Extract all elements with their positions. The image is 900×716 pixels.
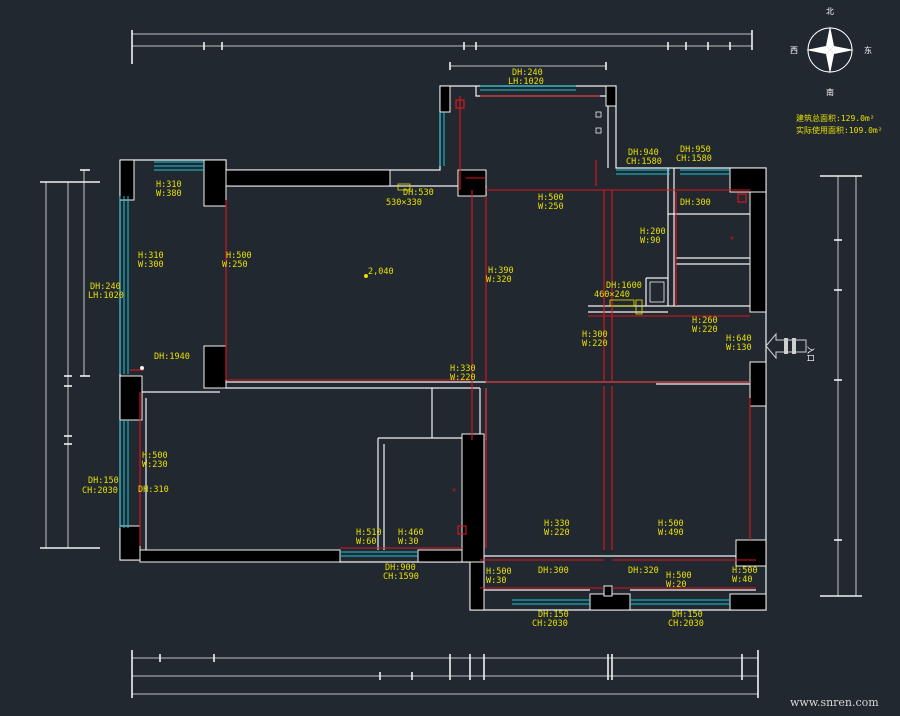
watermark: www.snren.com (790, 696, 879, 709)
svg-text:✕: ✕ (730, 234, 734, 242)
annotation-label: H:500 (486, 567, 512, 577)
annotation-label: LH:1020 (88, 291, 124, 301)
annotation-label: W:490 (658, 528, 684, 538)
compass-south: 南 (826, 87, 834, 97)
annotation-label: DH:1940 (154, 352, 190, 362)
annotation-label: W:40 (732, 575, 752, 585)
annotation-label: H:500 (142, 451, 168, 461)
annotation-label: H:500 (732, 566, 758, 576)
annotation-label: H:310 (138, 251, 164, 261)
annotation-label: DH:900 (385, 563, 416, 573)
annotation-label: W:220 (544, 528, 570, 538)
annotation-label: CH:2030 (82, 486, 118, 496)
annotation-label: W:220 (582, 339, 608, 349)
annotation-label: DH:300 (538, 566, 569, 576)
annotation-label: CH:2030 (532, 619, 568, 629)
compass-west: 西 (790, 46, 798, 55)
annotation-label: W:230 (142, 460, 168, 470)
annotation-label: H:500 (226, 251, 252, 261)
compass-rose: 北 南 西 东 (790, 7, 872, 97)
annotation-label: DH:320 (628, 566, 659, 576)
annotation-label: DH:940 (628, 148, 659, 158)
annotation-label: CH:2030 (668, 619, 704, 629)
annotation-label: DH:300 (680, 198, 711, 208)
annotation-label: DH:530 (403, 188, 434, 198)
annotation-label: H:640 (726, 334, 752, 344)
annotation-label: DH:310 (138, 485, 169, 495)
annotation-label: H:260 (692, 316, 718, 326)
fixtures: ✕ ✕ (140, 111, 734, 494)
annotation-label: CH:1580 (626, 157, 662, 167)
annotation-label: W:30 (486, 576, 506, 586)
annotation-label: W:250 (538, 202, 564, 212)
entrance-marker: 入口 (765, 332, 815, 362)
annotation-label: DH:240 (90, 282, 121, 292)
annotation-label: DH:240 (512, 68, 543, 78)
annotation-label: 2,040 (368, 267, 394, 277)
annotation-label: W:130 (726, 343, 752, 353)
annotation-label: W:20 (666, 580, 686, 590)
annotation-label: W:30 (398, 537, 418, 547)
windows (119, 85, 730, 605)
annotation-label: H:460 (398, 528, 424, 538)
svg-text:✕: ✕ (452, 486, 456, 494)
annotation-label: W:60 (356, 537, 376, 547)
annotation-label: W:220 (450, 373, 476, 383)
annotation-label: CH:1580 (676, 154, 712, 164)
top-dimension-lines (131, 30, 753, 70)
annotation-label: H:300 (582, 330, 608, 340)
annotation-label: W:300 (138, 260, 164, 270)
annotation-labels: DH:240LH:1020DH:940CH:1580DH:950CH:1580H… (82, 68, 758, 629)
annotation-label: LH:1020 (508, 77, 544, 87)
area-usable: 实际使用面积:109.0m² (796, 125, 883, 135)
annotation-label: DH:1600 (606, 281, 642, 291)
compass-east: 东 (864, 45, 872, 55)
annotation-label: W:250 (222, 260, 248, 270)
annotation-label: 460×240 (594, 290, 630, 300)
left-dimension-lines (40, 169, 100, 549)
annotation-label: H:500 (658, 519, 684, 529)
walls (119, 85, 767, 611)
area-info: 建筑总面积:129.0m² 实际使用面积:109.0m² (796, 113, 883, 135)
annotation-label: H:330 (450, 364, 476, 374)
compass-north: 北 (826, 7, 834, 16)
area-total: 建筑总面积:129.0m² (796, 113, 875, 123)
annotation-label: H:510 (356, 528, 382, 538)
annotation-label: H:500 (666, 571, 692, 581)
annotation-label: W:380 (156, 189, 182, 199)
annotation-label: W:220 (692, 325, 718, 335)
red-construction-lines (130, 95, 756, 589)
annotation-label: DH:150 (672, 610, 703, 620)
annotation-label: H:390 (488, 266, 514, 276)
annotation-label: H:200 (640, 227, 666, 237)
annotation-label: CH:1590 (383, 572, 419, 582)
annotation-label: H:500 (538, 193, 564, 203)
annotation-label: W:90 (640, 236, 660, 246)
annotation-label: DH:950 (680, 145, 711, 155)
annotation-label: DH:150 (538, 610, 569, 620)
annotation-label: 530×330 (386, 198, 422, 208)
entrance-text: 入口 (806, 346, 815, 362)
annotation-label: H:330 (544, 519, 570, 529)
annotation-label: H:310 (156, 180, 182, 190)
bottom-dimension-lines (131, 650, 759, 698)
right-dimension-lines (820, 175, 862, 597)
annotation-label: DH:150 (88, 476, 119, 486)
annotation-label: W:320 (486, 275, 512, 285)
